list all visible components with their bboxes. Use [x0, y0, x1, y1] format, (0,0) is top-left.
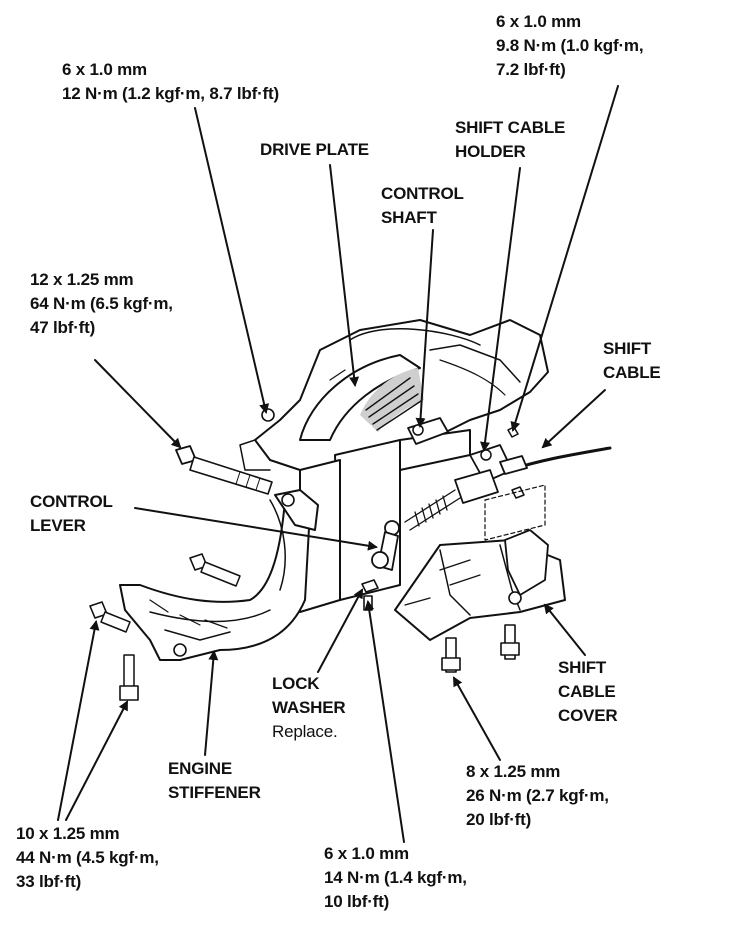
- engine-stiffener: [119, 489, 319, 661]
- callout-line: 47 lbf·ft): [30, 318, 96, 337]
- callout-line: COVER: [558, 706, 618, 725]
- callout-drive-plate: DRIVE PLATE: [260, 138, 369, 162]
- callout-line: LOCK: [272, 674, 320, 693]
- callout-line: 10 lbf·ft): [324, 892, 390, 911]
- callout-shift-cable-holder: SHIFT CABLE HOLDER: [455, 116, 565, 164]
- callout-bolt-cover: 8 x 1.25 mm 26 N·m (2.7 kgf·m, 20 lbf·ft…: [466, 760, 609, 832]
- callout-line: WASHER: [272, 698, 346, 717]
- callout-line: STIFFENER: [168, 783, 261, 802]
- bolt-stiffener-upper: [189, 553, 241, 587]
- callout-engine-stiffener: ENGINE STIFFENER: [168, 757, 261, 805]
- bolt-12x1-25: [175, 445, 273, 495]
- bolt-stiffener-lower: [119, 654, 139, 701]
- callout-line: 6 x 1.0 mm: [496, 12, 581, 31]
- callout-control-shaft: CONTROL SHAFT: [381, 182, 464, 230]
- callout-bolt-washer: 6 x 1.0 mm 14 N·m (1.4 kgf·m, 10 lbf·ft): [324, 842, 467, 914]
- callout-line: SHAFT: [381, 208, 437, 227]
- callout-note: Replace.: [272, 722, 338, 741]
- callout-line: SHIFT: [558, 658, 607, 677]
- callout-line: CONTROL: [30, 492, 113, 511]
- callout-bolt-stiffener: 10 x 1.25 mm 44 N·m (4.5 kgf·m, 33 lbf·f…: [16, 822, 159, 894]
- control-shaft: [407, 417, 449, 445]
- callout-line: 20 lbf·ft): [466, 810, 532, 829]
- callout-line: ENGINE: [168, 759, 232, 778]
- leader-lines: [57, 85, 619, 843]
- callout-line: DRIVE PLATE: [260, 140, 369, 159]
- callout-line: CABLE: [558, 682, 616, 701]
- callout-shift-cable: SHIFT CABLE: [603, 337, 661, 385]
- callout-line: 12 N·m (1.2 kgf·m, 8.7 lbf·ft): [62, 84, 279, 103]
- control-lever: [371, 531, 399, 571]
- callout-line: CABLE: [603, 363, 661, 382]
- callout-line: SHIFT: [603, 339, 652, 358]
- callout-line: 26 N·m (2.7 kgf·m,: [466, 786, 609, 805]
- callout-line: 7.2 lbf·ft): [496, 60, 566, 79]
- callout-line: 64 N·m (6.5 kgf·m,: [30, 294, 173, 313]
- callout-line: 14 N·m (1.4 kgf·m,: [324, 868, 467, 887]
- callout-bolt-plate: 6 x 1.0 mm 12 N·m (1.2 kgf·m, 8.7 lbf·ft…: [62, 58, 279, 106]
- callout-bolt-lever: 12 x 1.25 mm 64 N·m (6.5 kgf·m, 47 lbf·f…: [30, 268, 173, 340]
- callout-line: LEVER: [30, 516, 86, 535]
- bolt-stiffener-left: [89, 601, 131, 633]
- callout-line: 33 lbf·ft): [16, 872, 82, 891]
- callout-line: SHIFT CABLE: [455, 118, 566, 137]
- callout-bolt-holder: 6 x 1.0 mm 9.8 N·m (1.0 kgf·m, 7.2 lbf·f…: [496, 10, 644, 82]
- callout-line: 9.8 N·m (1.0 kgf·m,: [496, 36, 644, 55]
- callout-line: 10 x 1.25 mm: [16, 824, 120, 843]
- shift-cable-cover: [394, 529, 566, 673]
- callout-line: 8 x 1.25 mm: [466, 762, 561, 781]
- callout-lock-washer: LOCK WASHER Replace.: [272, 672, 346, 744]
- callout-line: 6 x 1.0 mm: [324, 844, 409, 863]
- callout-control-lever: CONTROL LEVER: [30, 490, 113, 538]
- shift-cable: [384, 446, 612, 536]
- callout-line: 12 x 1.25 mm: [30, 270, 134, 289]
- callout-shift-cable-cover: SHIFT CABLE COVER: [558, 656, 618, 728]
- callout-line: HOLDER: [455, 142, 526, 161]
- callout-line: 6 x 1.0 mm: [62, 60, 147, 79]
- callout-line: CONTROL: [381, 184, 464, 203]
- lock-washer: [361, 579, 379, 611]
- callout-line: 44 N·m (4.5 kgf·m,: [16, 848, 159, 867]
